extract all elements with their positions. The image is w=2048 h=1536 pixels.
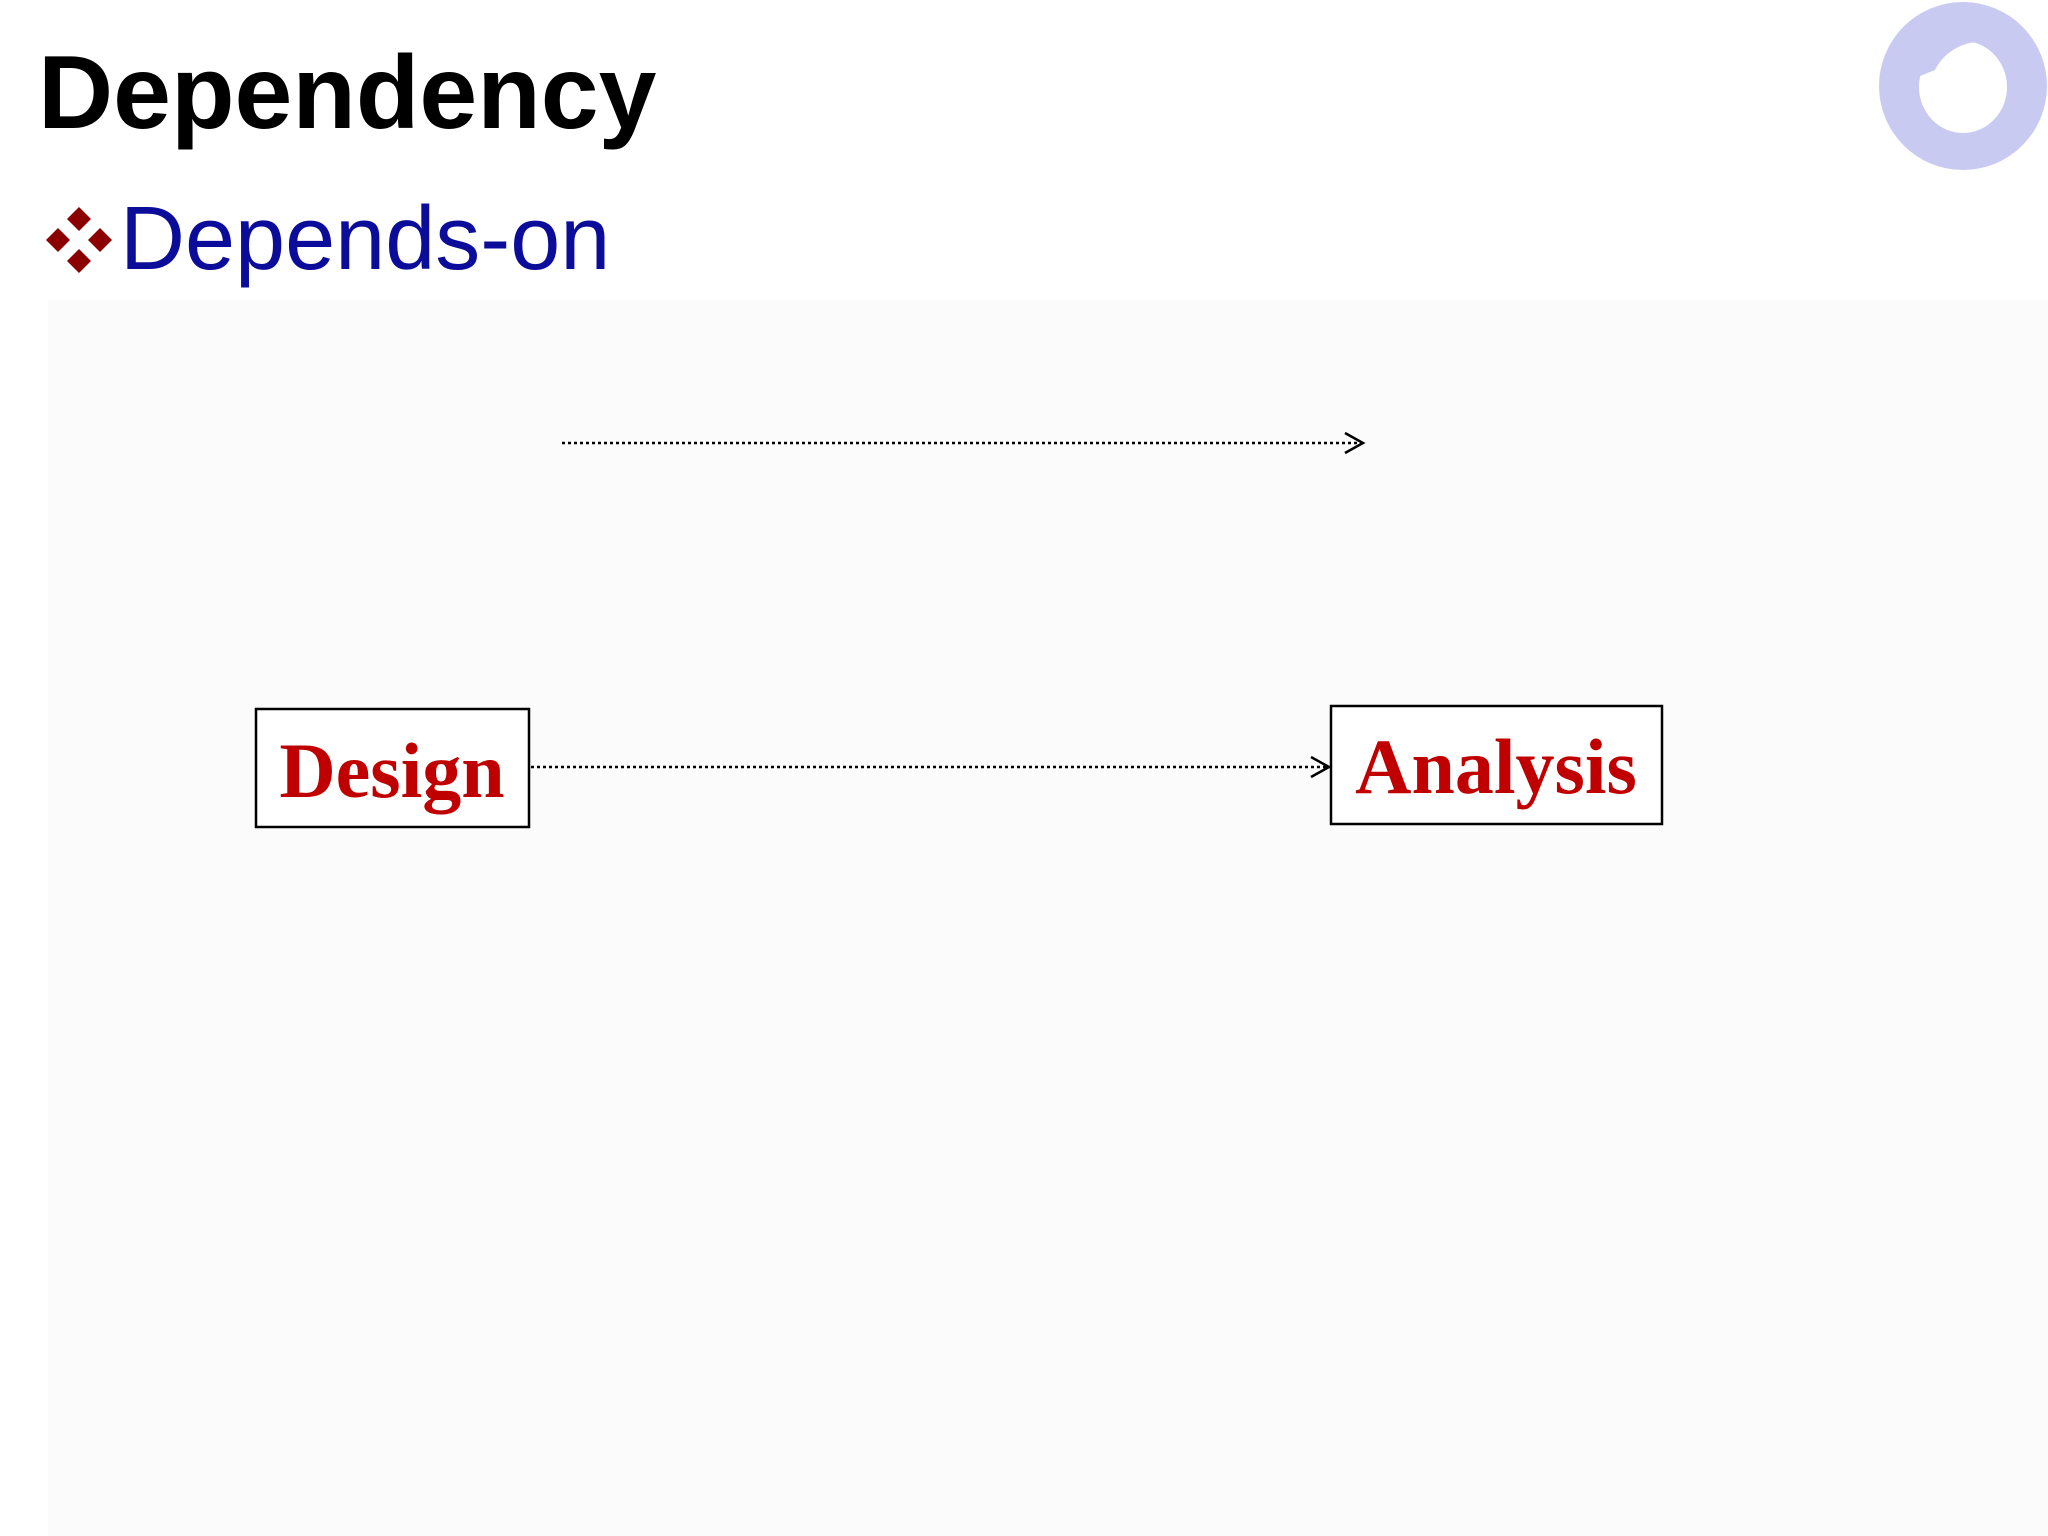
content-panel bbox=[48, 300, 2048, 1536]
page-title: Dependency bbox=[38, 35, 657, 151]
circular-swirl-logo-icon bbox=[1879, 2, 2047, 170]
design-node: Design bbox=[254, 707, 531, 829]
dependency-edge bbox=[531, 755, 1332, 779]
bullet-point: Depends-on bbox=[44, 190, 610, 289]
bullet-text: Depends-on bbox=[120, 189, 611, 289]
diamond-cluster-bullet-icon bbox=[46, 206, 112, 273]
design-label: Design bbox=[279, 727, 504, 814]
analysis-label: Analysis bbox=[1355, 723, 1637, 810]
dependency-notation-arrow bbox=[562, 431, 1366, 455]
analysis-node: Analysis bbox=[1329, 704, 1664, 826]
